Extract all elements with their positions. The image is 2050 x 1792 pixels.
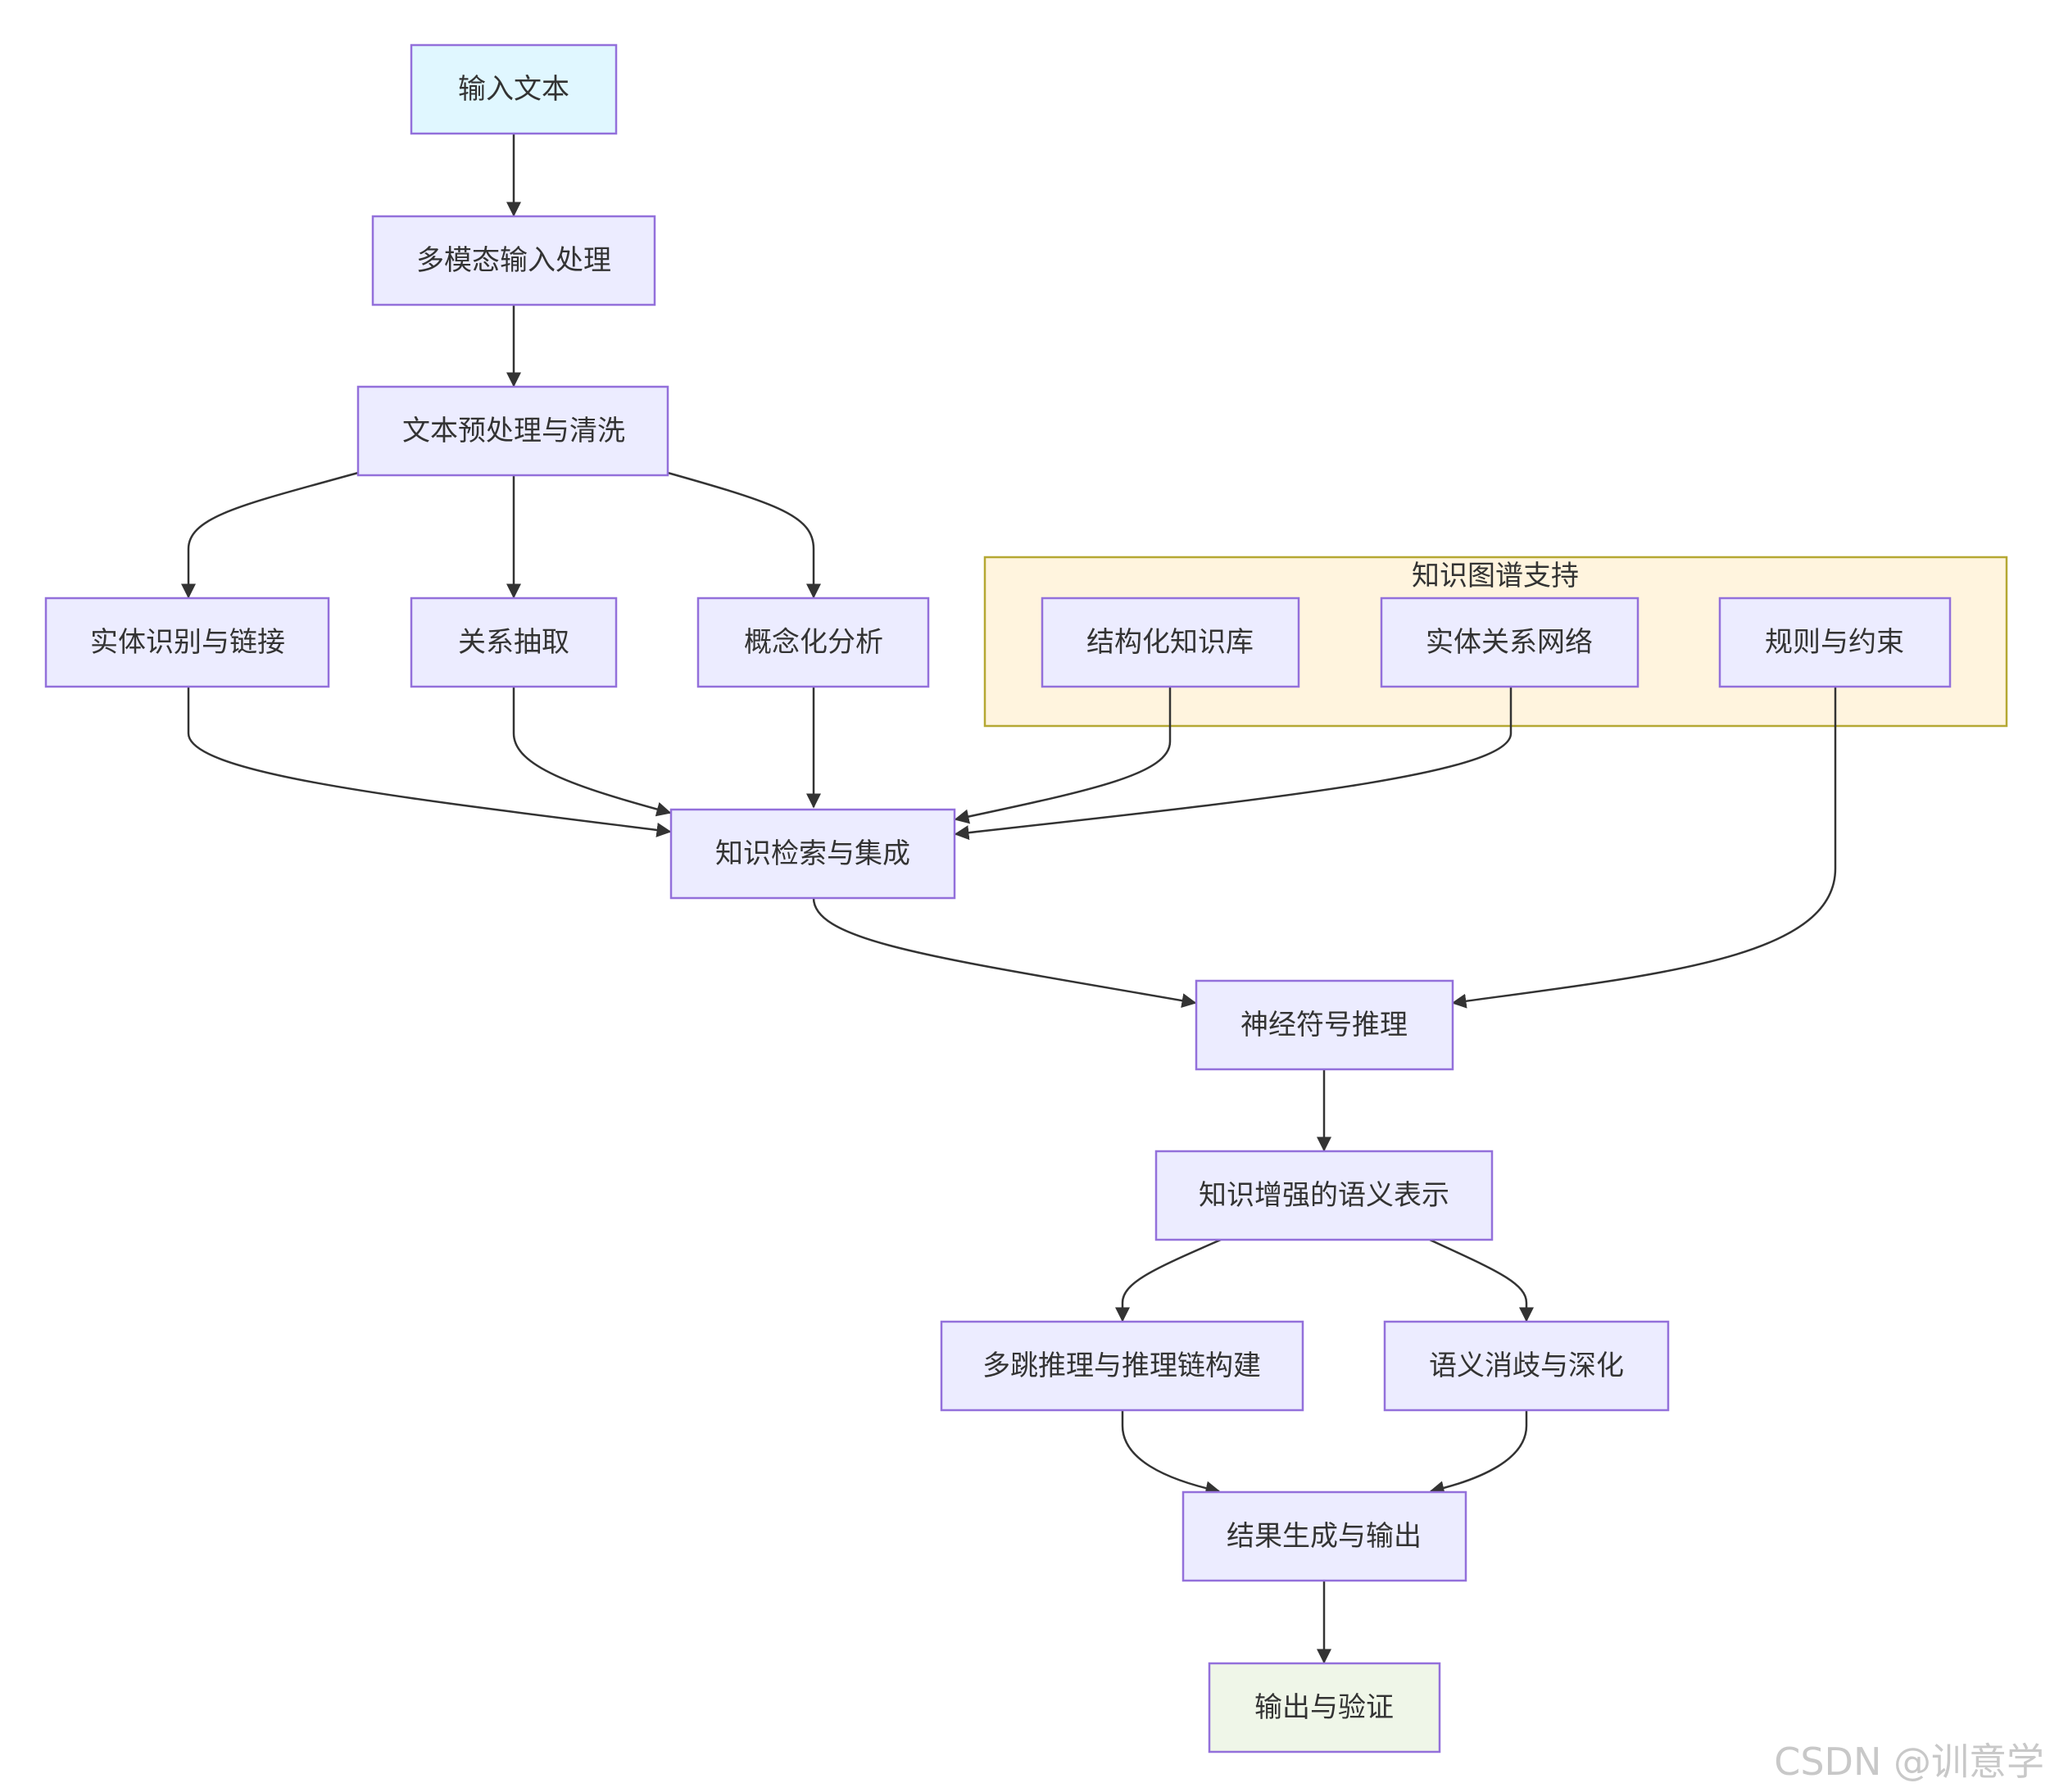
edges — [181, 134, 1837, 1664]
node-input-text: 输入文本 — [410, 43, 618, 135]
node-label: 文本预处理与清洗 — [402, 415, 625, 447]
node-label: 实体关系网络 — [1426, 626, 1593, 659]
node-label: 结果生成与输出 — [1227, 1520, 1422, 1553]
node-text-preprocess: 文本预处理与清洗 — [356, 385, 669, 477]
node-neuro-symbolic: 神经符号推理 — [1195, 979, 1454, 1071]
node-label: 关系抽取 — [458, 626, 569, 659]
node-multihop-reasoning: 多跳推理与推理链构建 — [940, 1320, 1304, 1412]
node-label: 概念化分析 — [744, 626, 883, 659]
node-structured-kb: 结构化知识库 — [1041, 597, 1300, 688]
edge-multihop-result — [1121, 1410, 1221, 1496]
node-result-generation: 结果生成与输出 — [1181, 1490, 1467, 1582]
node-entity-network: 实体关系网络 — [1380, 597, 1640, 688]
edge-preprocess-concept — [667, 471, 821, 599]
edge-relation-retrieval — [512, 687, 672, 817]
node-relation-extraction: 关系抽取 — [410, 597, 618, 688]
node-label: 实体识别与链接 — [90, 626, 285, 659]
node-concept-analysis: 概念化分析 — [696, 597, 930, 688]
edge-disamb-result — [1429, 1410, 1528, 1495]
node-label: 多跳推理与推理链构建 — [982, 1350, 1261, 1382]
node-label: 知识增强的语义表示 — [1199, 1179, 1449, 1212]
edge-rules-neuro — [1451, 687, 1837, 1009]
edge-kb-retrieval — [954, 687, 1172, 824]
node-label: 神经符号推理 — [1240, 1009, 1408, 1041]
watermark: CSDN @训意学 — [1774, 1740, 2044, 1784]
node-rules: 规则与约束 — [1718, 597, 1952, 688]
edge-entity-retrieval — [187, 687, 672, 837]
node-label: 多模态输入处理 — [416, 244, 611, 277]
node-label: 知识检索与集成 — [715, 837, 910, 870]
edge-retrieval-neuro — [812, 897, 1197, 1009]
node-label: 规则与约束 — [1765, 626, 1904, 659]
node-knowledge-retrieval: 知识检索与集成 — [669, 808, 956, 900]
group-title: 知识图谱支持 — [1412, 560, 1579, 592]
node-multimodal-input: 多模态输入处理 — [371, 215, 656, 306]
node-output-verify: 输出与验证 — [1208, 1662, 1441, 1753]
node-label: 结构化知识库 — [1086, 626, 1254, 659]
node-semantic-representation: 知识增强的语义表示 — [1154, 1150, 1494, 1241]
edge-semantic-multihop — [1115, 1238, 1222, 1322]
node-label: 输入文本 — [458, 73, 569, 106]
node-label: 语义消歧与深化 — [1429, 1350, 1624, 1382]
node-entity-linking: 实体识别与链接 — [44, 597, 330, 688]
node-disambiguation: 语义消歧与深化 — [1383, 1320, 1670, 1412]
edge-semantic-disamb — [1429, 1238, 1534, 1322]
edge-network-retrieval — [954, 687, 1513, 841]
edge-preprocess-entity — [181, 471, 359, 599]
node-label: 输出与验证 — [1254, 1691, 1394, 1724]
